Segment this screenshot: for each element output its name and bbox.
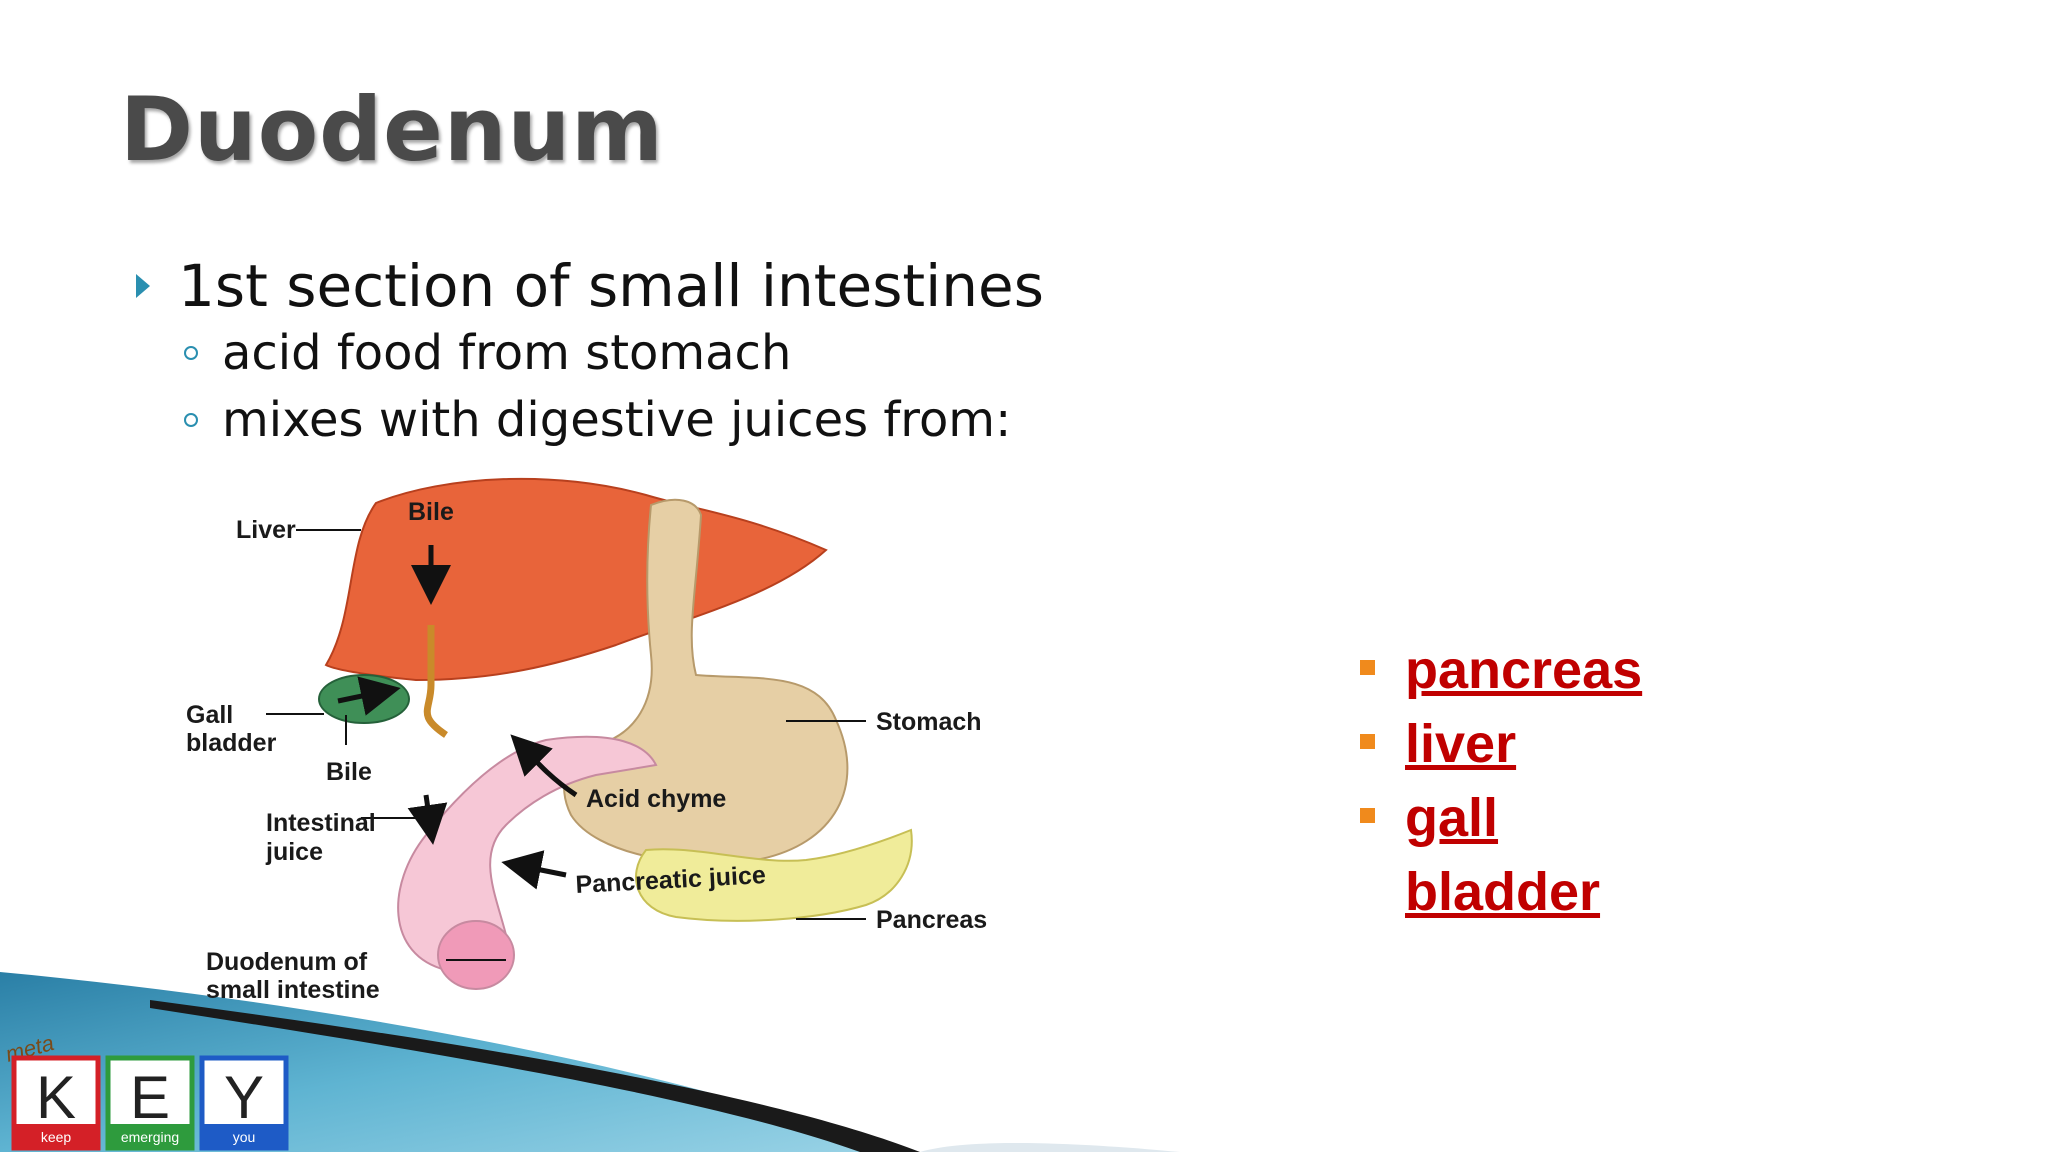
label-acid-chyme: Acid chyme	[586, 785, 726, 813]
bile-duct	[423, 625, 448, 738]
label-gall-bladder-1: Gall	[186, 701, 233, 729]
bile-arrow-gall	[337, 676, 401, 716]
organ-list-item: liver	[1360, 712, 1642, 786]
label-pancreas: Pancreas	[876, 906, 987, 934]
organ-list-item: gall	[1360, 786, 1642, 860]
label-gall-bladder-2: bladder	[186, 729, 277, 757]
intestinal-juice-arrow	[407, 794, 448, 845]
organ-link-bladder[interactable]: bladder	[1405, 862, 1601, 922]
digestive-diagram: Liver Bile Gall bladder Bile Intestinal …	[186, 477, 987, 1004]
label-bile-bottom: Bile	[326, 758, 372, 786]
organ-link-liver[interactable]: liver	[1405, 714, 1517, 774]
acid-chyme-arrow	[510, 734, 578, 798]
slide-title: Duodenum	[120, 78, 664, 181]
organ-link-gall[interactable]: gall	[1405, 788, 1499, 848]
label-intestinal-juice-2: juice	[265, 838, 323, 866]
organ-link-pancreas[interactable]: pancreas	[1405, 640, 1643, 700]
square-bullet-icon	[1360, 660, 1375, 675]
logo-letter-k: K	[36, 1064, 76, 1131]
bullet-text: acid food from stomach	[222, 325, 792, 381]
square-bullet-icon	[1360, 808, 1375, 823]
bullet-text: 1st section of small intestines	[178, 252, 1044, 320]
circle-bullet-icon	[184, 413, 198, 427]
liver-shape	[324, 477, 828, 682]
logo-letter-e: E	[130, 1064, 170, 1131]
gall-bladder-shape	[318, 674, 410, 724]
label-duodenum-1: Duodenum of	[206, 948, 368, 976]
square-bullet-icon	[1360, 734, 1375, 749]
bullet-level2: mixes with digestive juices from:	[184, 392, 1011, 448]
bullet-level1: 1st section of small intestines	[136, 252, 1044, 320]
logo-word-keep: keep	[41, 1129, 72, 1145]
label-stomach: Stomach	[876, 708, 982, 736]
label-duodenum-2: small intestine	[206, 976, 380, 1004]
label-bile-top: Bile	[408, 498, 454, 526]
organ-list: pancreas liver gall bladder	[1360, 638, 1642, 934]
logo-letter-y: Y	[224, 1064, 264, 1131]
meta-key-logo: meta K E Y keep emerging you	[3, 1030, 289, 1151]
bullet-text: mixes with digestive juices from:	[222, 392, 1012, 448]
logo-word-you: you	[233, 1129, 256, 1145]
label-liver: Liver	[236, 516, 296, 544]
pancreas-shape	[635, 828, 913, 922]
organ-list-item: pancreas	[1360, 638, 1642, 712]
logo-word-emerging: emerging	[121, 1129, 179, 1145]
bullet-level2: acid food from stomach	[184, 325, 791, 381]
triangle-bullet-icon	[136, 274, 150, 298]
organ-list-item: bladder	[1360, 860, 1642, 934]
duodenum-shape	[397, 735, 658, 973]
label-intestinal-juice-1: Intestinal	[266, 809, 376, 837]
circle-bullet-icon	[184, 346, 198, 360]
duodenum-opening	[437, 920, 515, 990]
pancreatic-juice-arrow	[501, 850, 567, 890]
